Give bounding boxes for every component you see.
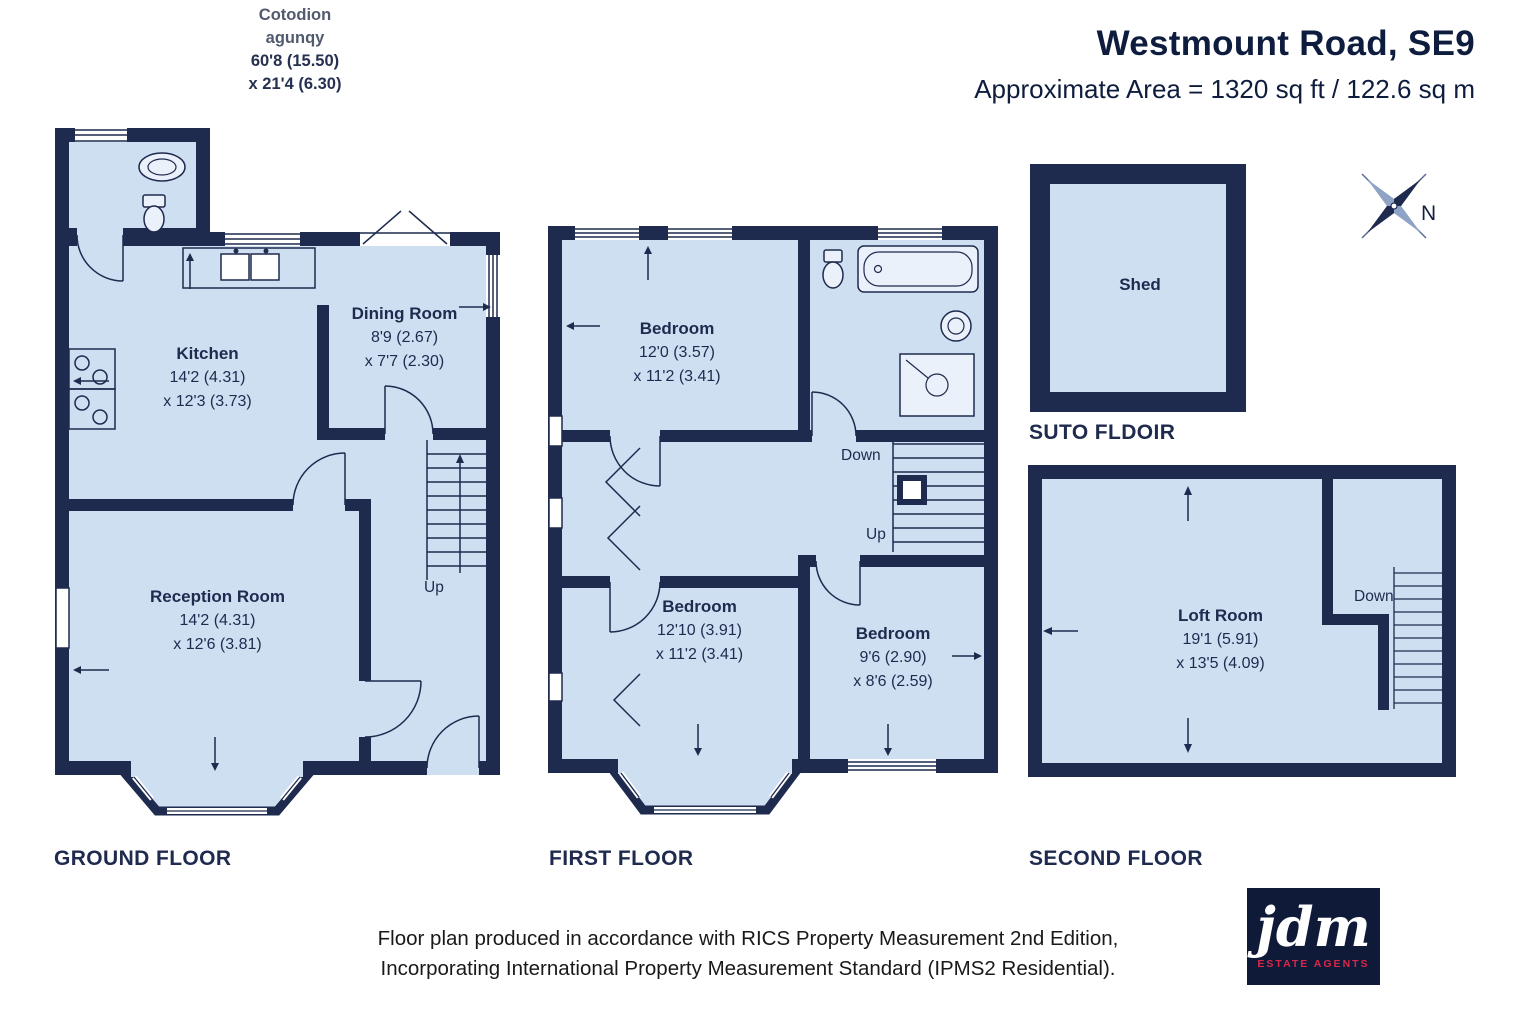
- watermark-line: agunqy: [265, 29, 325, 47]
- approximate-area: Approximate Area = 1320 sq ft / 122.6 sq…: [974, 74, 1475, 104]
- watermark-dimension: 60'8 (15.50): [250, 52, 340, 70]
- hob-icon: [68, 348, 116, 430]
- room-dimension: x 12'3 (3.73): [163, 393, 252, 410]
- room-name: Loft Room: [1178, 606, 1263, 625]
- room-name: Reception Room: [149, 587, 286, 606]
- room-name: Bedroom: [855, 624, 931, 643]
- compass-rose: [1361, 173, 1427, 239]
- room-dimension: 14'2 (4.31): [169, 369, 246, 386]
- room-label-loft-room: Loft Room 19'1 (5.91) x 13'5 (4.09): [1128, 604, 1313, 676]
- stairs-down-label: Down: [1354, 588, 1394, 605]
- shed-walls: [1030, 164, 1246, 412]
- stairs-icon: [892, 440, 984, 552]
- room-name: Shed: [1119, 275, 1161, 294]
- room-label-kitchen: Kitchen 14'2 (4.31) x 12'3 (3.73): [120, 342, 295, 414]
- watermark-line: Cotodion: [258, 6, 332, 24]
- room-label-bedroom-3: Bedroom 9'6 (2.90) x 8'6 (2.59): [808, 622, 978, 694]
- room-dimension: x 7'7 (2.30): [364, 353, 445, 370]
- ground-floor-plan: [55, 128, 500, 816]
- loft-plan: [1028, 465, 1456, 777]
- footer-line: Floor plan produced in accordance with R…: [377, 927, 1119, 950]
- garden-dimensions-note: Cotodion agunqy 60'8 (15.50) x 21'4 (6.3…: [225, 4, 365, 96]
- sink-icon: [940, 310, 972, 342]
- french-doors: [360, 210, 450, 246]
- bay-window: [113, 759, 321, 816]
- jdm-estate-agents-logo: jdm ESTATE AGENTS: [1247, 888, 1380, 985]
- second-floor-label: SECOND FLOOR: [1029, 847, 1203, 870]
- room-label-shed: Shed: [1090, 273, 1190, 297]
- room-dimension: x 13'5 (4.09): [1176, 655, 1265, 672]
- kitchen-sink-icon: [182, 247, 316, 289]
- room-name: Dining Room: [351, 304, 458, 323]
- compass-star: [1367, 179, 1421, 233]
- room-dimension: x 11'2 (3.41): [655, 646, 744, 663]
- walls: [55, 128, 500, 775]
- room-dimension: 9'6 (2.90): [859, 649, 927, 666]
- basin-icon: [138, 152, 186, 182]
- toilet-icon: [142, 194, 166, 233]
- bathtub-icon: [857, 245, 979, 293]
- page-title: Westmount Road, SE9: [1096, 24, 1475, 63]
- footer-line: Incorporating International Property Mea…: [380, 957, 1116, 980]
- room-label-bedroom-2: Bedroom 12'10 (3.91) x 11'2 (3.41): [612, 595, 787, 667]
- footer-disclaimer: Floor plan produced in accordance with R…: [258, 924, 1238, 984]
- room-label-bedroom-1: Bedroom 12'0 (3.57) x 11'2 (3.41): [592, 317, 762, 389]
- dimension-arrows: [73, 253, 491, 771]
- room-dimension: 19'1 (5.91): [1182, 631, 1259, 648]
- bay-window: [601, 756, 809, 815]
- room-dimension: 12'0 (3.57): [639, 344, 715, 361]
- stairs-icon: [426, 440, 493, 580]
- room-label-reception-room: Reception Room 14'2 (4.31) x 12'6 (3.81): [125, 585, 310, 657]
- room-name: Kitchen: [176, 344, 239, 363]
- outbuilding-label: SUTO FLDOIR: [1029, 421, 1176, 444]
- doors: [76, 234, 480, 775]
- room-dimension: x 12'6 (3.81): [173, 636, 262, 653]
- north-label: N: [1421, 202, 1437, 225]
- room-dimension: x 8'6 (2.59): [853, 673, 933, 690]
- shower-icon: [899, 353, 975, 417]
- stairs-up-label: Up: [424, 579, 444, 596]
- dimension-arrows: [566, 246, 982, 756]
- toilet-icon: [822, 249, 844, 289]
- stairs-up-label: Up: [866, 526, 886, 543]
- room-name: Bedroom: [662, 597, 737, 616]
- room-dimension: 14'2 (4.31): [179, 612, 256, 629]
- logo-tagline: ESTATE AGENTS: [1257, 957, 1370, 970]
- walls: [1028, 465, 1456, 777]
- first-floor-label: FIRST FLOOR: [549, 847, 694, 870]
- shed-plan: [1030, 164, 1246, 412]
- stairs-icon: [1393, 567, 1442, 709]
- logo-brand: jdm: [1256, 894, 1371, 959]
- doors: [604, 391, 861, 727]
- room-label-dining-room: Dining Room 8'9 (2.67) x 7'7 (2.30): [322, 302, 487, 374]
- room-dimension: x 11'2 (3.41): [633, 368, 721, 385]
- first-floor-plan: [548, 226, 998, 815]
- windows: [548, 226, 942, 773]
- watermark-dimension: x 21'4 (6.30): [248, 75, 342, 93]
- dimension-arrows: [1043, 486, 1192, 753]
- room-dimension: 8'9 (2.67): [370, 329, 439, 346]
- ground-floor-label: GROUND FLOOR: [54, 847, 232, 870]
- room-name: Bedroom: [639, 319, 715, 338]
- stairs-down-label: Down: [841, 447, 881, 464]
- room-dimension: 12'10 (3.91): [657, 622, 742, 639]
